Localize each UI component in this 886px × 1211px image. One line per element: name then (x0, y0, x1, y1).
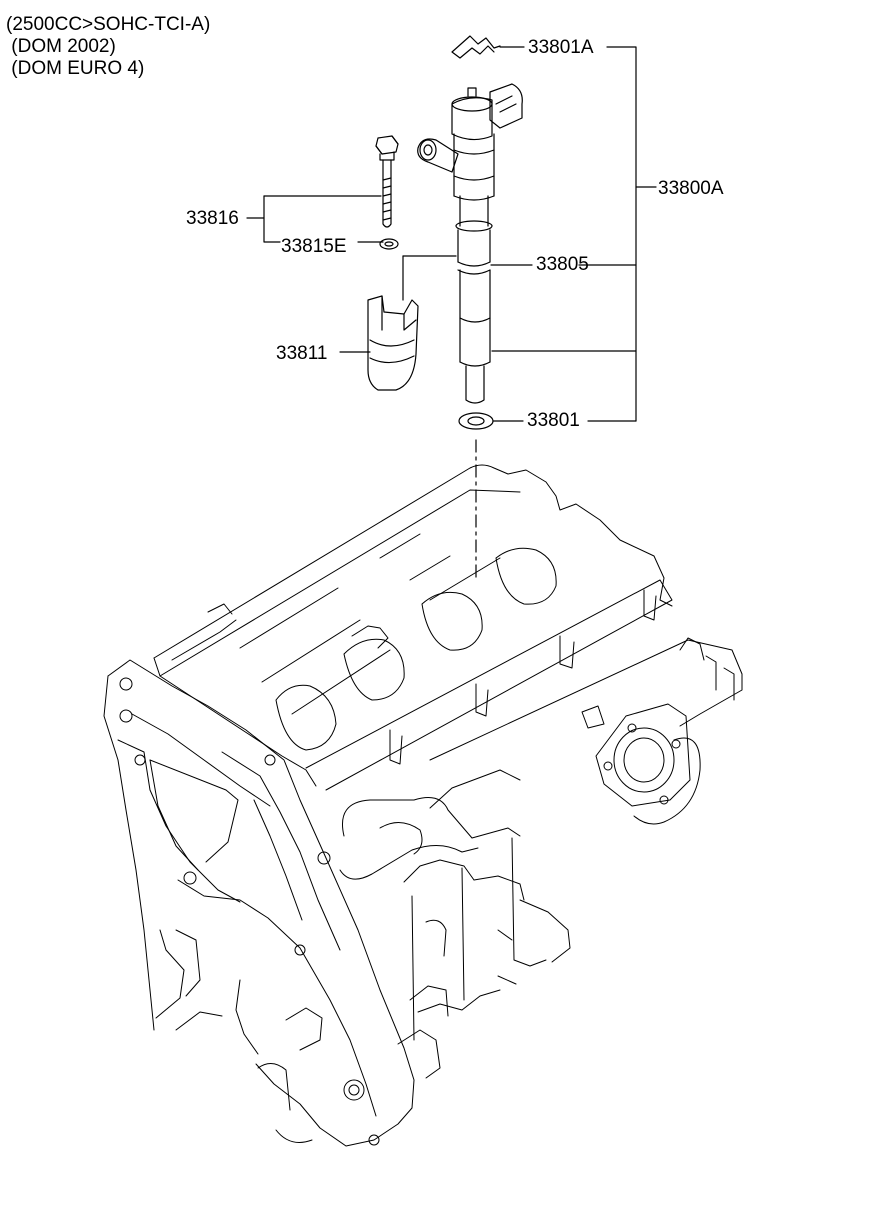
injector-part[interactable] (418, 84, 523, 403)
callout-33815E[interactable]: 33815E (281, 236, 347, 257)
header-market-year: (DOM 2002) (6, 36, 116, 57)
bolt-washer-part[interactable] (380, 239, 398, 249)
callout-33805[interactable]: 33805 (536, 254, 589, 275)
callout-33800A[interactable]: 33800A (658, 178, 724, 199)
callout-33811[interactable]: 33811 (276, 343, 328, 364)
header-emission-spec: (DOM EURO 4) (6, 58, 145, 79)
header-engine-spec: (2500CC>SOHC-TCI-A) (6, 14, 211, 35)
callout-33816[interactable]: 33816 (186, 208, 239, 229)
clip-part[interactable] (452, 36, 500, 58)
leader-lines (247, 47, 656, 580)
engine-block (104, 465, 742, 1146)
bolt-part[interactable] (376, 136, 398, 227)
seal-washer-part[interactable] (459, 413, 493, 429)
callout-33801A[interactable]: 33801A (528, 37, 594, 58)
callout-33801[interactable]: 33801 (527, 410, 580, 431)
clamp-part[interactable] (368, 296, 418, 390)
